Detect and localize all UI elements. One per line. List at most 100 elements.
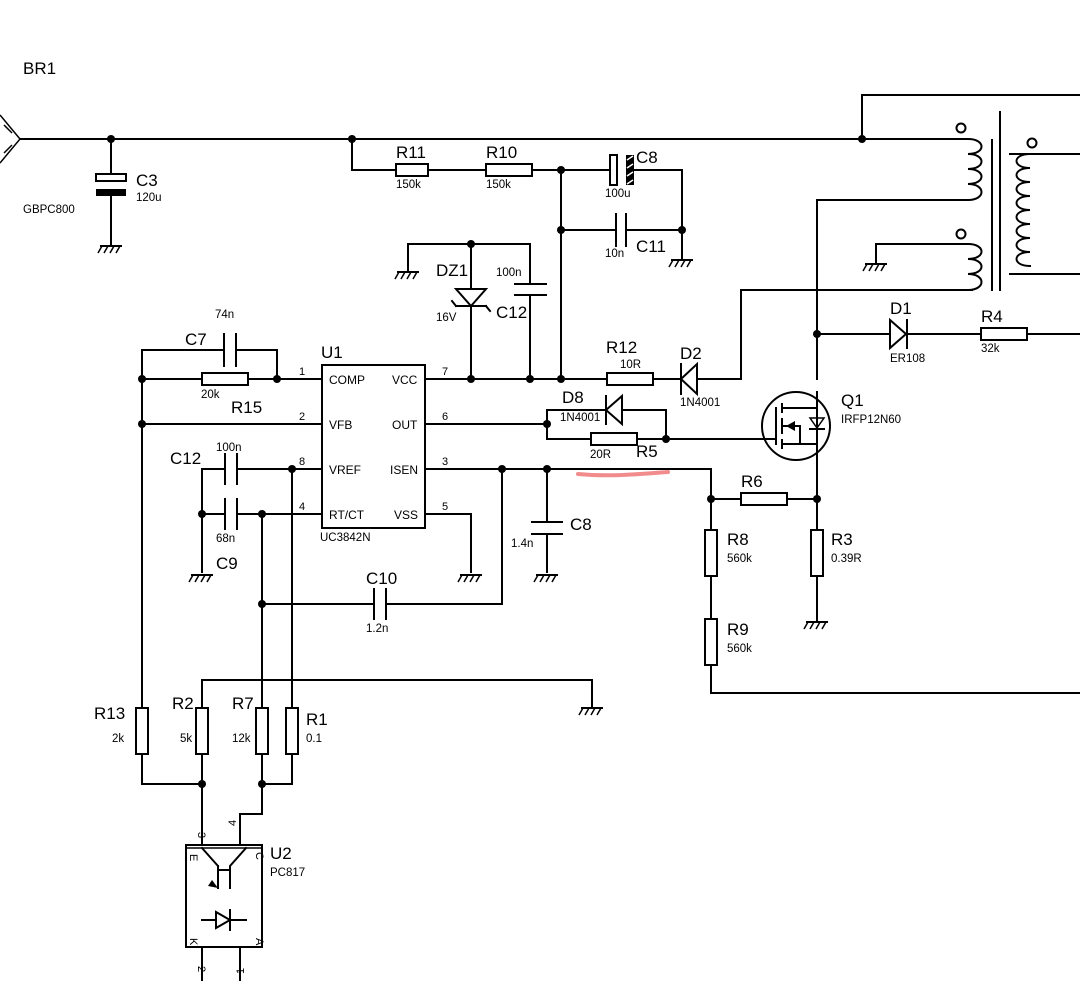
svg-text:U2: U2: [270, 844, 292, 863]
ic-u1: U1 UC3842N 1 2 8 4 7 6 3 5 COMP VFB VREF…: [299, 343, 448, 544]
svg-text:8: 8: [299, 456, 305, 468]
svg-text:OUT: OUT: [392, 418, 418, 432]
svg-text:R13: R13: [94, 704, 125, 723]
resistor-r13: R13 2k: [94, 704, 149, 755]
svg-text:COMP: COMP: [329, 373, 365, 387]
svg-text:0.1: 0.1: [306, 733, 322, 745]
diode-d8: D8 1N4001: [560, 388, 623, 427]
svg-text:VREF: VREF: [329, 463, 361, 477]
svg-text:5k: 5k: [180, 733, 192, 745]
resistor-r11: R11 150k: [395, 143, 429, 191]
svg-text:ISEN: ISEN: [390, 463, 418, 477]
svg-text:IRFP12N60: IRFP12N60: [841, 414, 901, 426]
ground-icon: [862, 263, 888, 272]
ground-icon: [97, 245, 123, 254]
svg-text:R11: R11: [396, 143, 426, 162]
mosfet-q1: Q1 IRFP12N60: [761, 391, 901, 461]
svg-text:D2: D2: [680, 344, 702, 363]
svg-text:R2: R2: [172, 694, 194, 713]
resistor-r10: R10 150k: [485, 143, 533, 191]
svg-text:560k: 560k: [727, 643, 752, 655]
resistor-r1: R1 0.1: [285, 707, 328, 755]
svg-text:E: E: [187, 854, 199, 861]
svg-text:C12: C12: [496, 303, 527, 322]
svg-text:68n: 68n: [216, 533, 235, 545]
svg-text:R3: R3: [831, 530, 853, 549]
svg-text:C7: C7: [185, 330, 207, 349]
resistor-r6: R6: [740, 472, 788, 506]
svg-text:C: C: [253, 852, 265, 860]
svg-text:K: K: [187, 938, 199, 946]
svg-text:VFB: VFB: [329, 418, 352, 432]
resistor-r12: R12 10R: [606, 338, 654, 386]
junctions: [107, 135, 866, 788]
resistor-r8: R8 560k: [704, 529, 752, 577]
svg-text:VSS: VSS: [394, 508, 418, 522]
ic-part: UC3842N: [320, 532, 371, 544]
svg-text:150k: 150k: [396, 179, 421, 191]
svg-text:C12: C12: [170, 449, 201, 468]
svg-text:RT/CT: RT/CT: [329, 508, 365, 522]
svg-text:C11: C11: [636, 237, 666, 256]
ground-icon: [578, 707, 604, 716]
svg-text:0.39R: 0.39R: [831, 553, 862, 565]
diode-d2: D2 1N4001: [679, 344, 720, 409]
svg-text:C9: C9: [216, 554, 238, 573]
svg-text:1.4n: 1.4n: [511, 538, 533, 550]
resistor-r15: R15 20k: [201, 372, 262, 417]
svg-text:1N4001: 1N4001: [680, 397, 720, 409]
svg-text:R8: R8: [727, 530, 749, 549]
svg-text:3: 3: [195, 832, 207, 838]
svg-text:ER108: ER108: [890, 353, 925, 365]
ground-icon: [394, 271, 420, 280]
transformer: [955, 111, 1080, 292]
svg-text:R9: R9: [727, 620, 749, 639]
svg-text:R6: R6: [741, 472, 763, 491]
ground-icon: [803, 621, 829, 630]
capacitor-c8-ceramic: C8 1.4n: [511, 515, 592, 550]
capacitor-c10: C10 1.2n: [366, 569, 397, 635]
capacitor-c7: C7 74n: [185, 309, 237, 367]
svg-text:100u: 100u: [605, 188, 631, 200]
svg-text:A: A: [253, 938, 265, 946]
svg-text:12k: 12k: [232, 733, 251, 745]
svg-text:150k: 150k: [486, 179, 511, 191]
svg-text:C8: C8: [570, 515, 592, 534]
svg-text:R1: R1: [306, 710, 328, 729]
resistor-r4: R4 32k: [980, 307, 1028, 355]
svg-text:R5: R5: [636, 442, 658, 461]
svg-text:1N4001: 1N4001: [560, 412, 600, 424]
svg-text:C3: C3: [136, 171, 158, 190]
resistor-r7: R7 12k: [232, 694, 269, 755]
svg-text:120u: 120u: [136, 192, 162, 204]
svg-text:C8: C8: [636, 148, 658, 167]
svg-text:R4: R4: [981, 307, 1003, 326]
capacitor-c8-electrolytic: C8 100u: [605, 148, 658, 200]
svg-text:2: 2: [195, 966, 207, 972]
svg-text:100n: 100n: [216, 442, 242, 454]
diode-d1: D1 ER108: [889, 299, 925, 365]
ground-icon: [457, 574, 483, 583]
svg-text:R12: R12: [606, 338, 637, 357]
zener-dz1: DZ1 16V: [436, 261, 492, 324]
svg-text:VCC: VCC: [392, 373, 418, 387]
svg-text:R7: R7: [232, 694, 254, 713]
svg-text:6: 6: [442, 411, 448, 423]
svg-text:1: 1: [235, 968, 247, 974]
svg-text:2k: 2k: [112, 733, 124, 745]
svg-text:R15: R15: [231, 398, 262, 417]
bridge-br1: BR1 GBPC800: [0, 59, 75, 216]
bridge-ref: BR1: [23, 59, 56, 78]
svg-text:10R: 10R: [620, 359, 641, 371]
svg-text:PC817: PC817: [270, 867, 305, 879]
capacitor-c11: C11 10n: [605, 213, 666, 260]
capacitor-c9: C9 68n: [216, 498, 238, 573]
svg-text:3: 3: [442, 456, 448, 468]
wires: [19, 94, 1080, 981]
capacitor-c12-lower: C12 100n: [170, 442, 242, 485]
svg-text:1: 1: [299, 366, 305, 378]
ground-icon: [533, 574, 559, 583]
svg-text:7: 7: [442, 366, 448, 378]
svg-text:560k: 560k: [727, 553, 752, 565]
svg-text:16V: 16V: [436, 312, 457, 324]
